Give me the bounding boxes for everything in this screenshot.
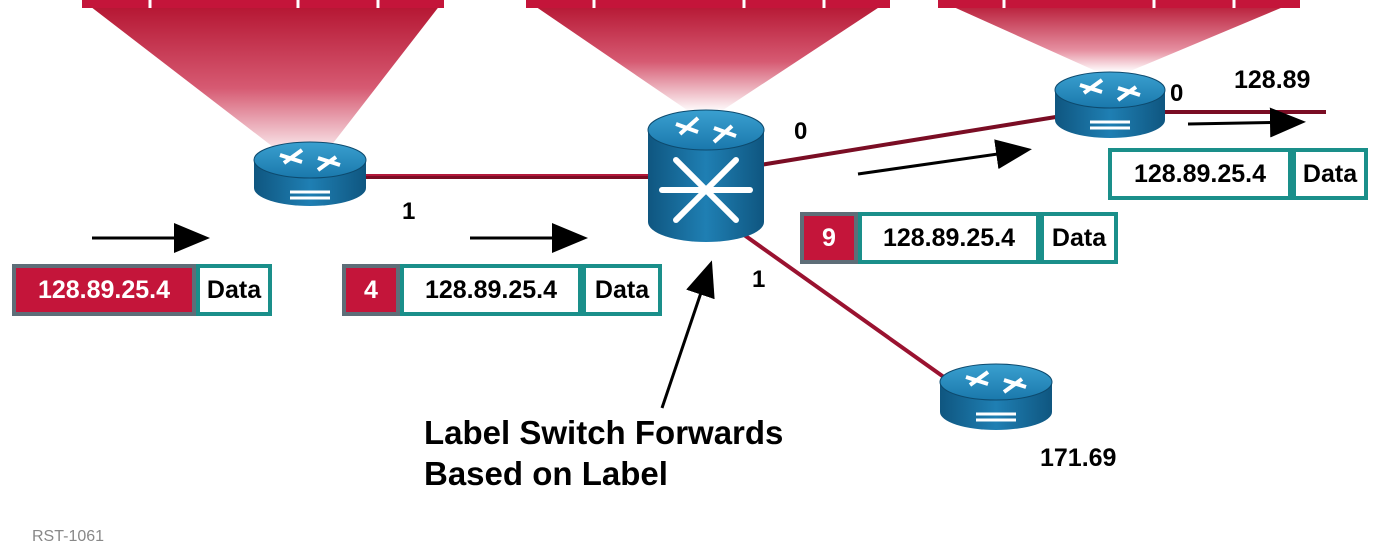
packet-label: 9: [800, 212, 858, 264]
packet-data: Data: [1292, 148, 1368, 200]
arrow-switch-out: [857, 139, 1032, 176]
links: [360, 110, 1326, 382]
arrow-callout: [660, 260, 715, 409]
prefix-top-right: 128.89: [1234, 66, 1311, 94]
callout-line-2: Based on Label: [424, 455, 668, 492]
slide-id: RST-1061: [32, 528, 105, 545]
callout-line-1: Label Switch Forwards: [424, 414, 784, 451]
packet-data: Data: [582, 264, 662, 316]
packet-label: 4: [342, 264, 400, 316]
routing-table-fan-right: [938, 0, 1300, 72]
port-label-top-right-0: 0: [1170, 80, 1184, 107]
packet-address: 128.89.25.4: [1108, 148, 1292, 200]
packet-data: Data: [1040, 212, 1118, 264]
link-center-bottomright: [738, 230, 950, 382]
flow-arrows: [92, 107, 1306, 409]
arrow-egress: [1187, 107, 1306, 138]
packet-labeled-in: 4 128.89.25.4 Data: [342, 264, 662, 316]
packet-egress: 128.89.25.4 Data: [1108, 148, 1368, 200]
prefix-bottom-right: 171.69: [1040, 444, 1117, 472]
routing-table-fan-left: [82, 0, 444, 160]
port-label-switch-0: 0: [794, 118, 808, 145]
port-label-left-router-1: 1: [402, 198, 416, 225]
port-label-switch-1: 1: [752, 266, 766, 293]
packet-address: 128.89.25.4: [858, 212, 1040, 264]
router-bottom-right[interactable]: [939, 363, 1053, 430]
packet-data: Data: [196, 264, 272, 316]
packet-address: 128.89.25.4: [12, 264, 196, 316]
packet-ingress: 128.89.25.4 Data: [12, 264, 272, 316]
routing-table-fan-center: [526, 0, 890, 112]
label-switch-center[interactable]: [647, 109, 765, 242]
packet-address: 128.89.25.4: [400, 264, 582, 316]
packet-labeled-out: 9 128.89.25.4 Data: [800, 212, 1118, 264]
link-center-topright: [759, 114, 1063, 167]
router-left[interactable]: [253, 141, 367, 206]
router-top-right[interactable]: [1054, 71, 1166, 138]
